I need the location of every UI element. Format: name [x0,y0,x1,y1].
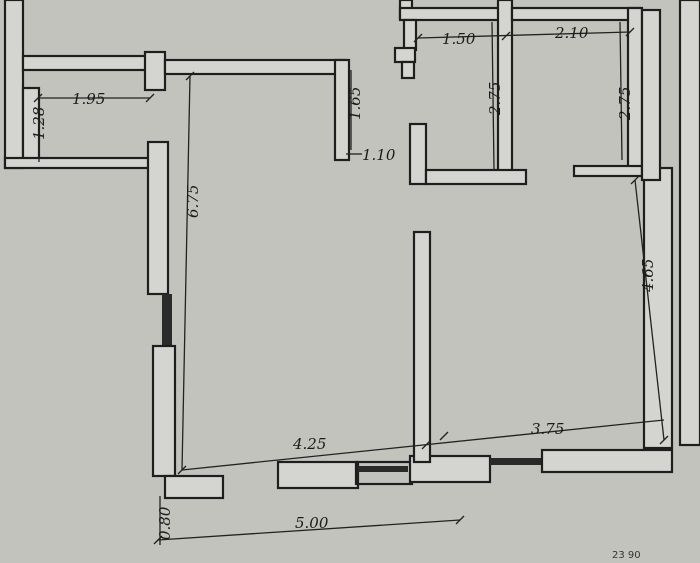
dimension-lines [33,21,669,545]
dimension-label: 2.10 [554,24,589,42]
wall [640,8,662,182]
wall [151,344,177,478]
dimension-label: 2.75 [486,82,504,116]
dimension-label: 1.28 [30,107,48,140]
dimension-label: 1.95 [72,90,105,108]
wall [163,474,225,500]
wall [143,50,167,92]
page-corner-number: 23 90 [612,550,641,561]
wall [402,18,418,52]
wall [163,58,347,76]
dimension-labels: 1.95 1.28 6.75 1.65 1.10 1.50 2.10 2.75 … [30,24,657,561]
wall [333,58,351,162]
wall [642,166,674,450]
window [358,466,408,472]
wall [400,60,416,80]
wall [510,6,642,22]
dimension-label: 6.75 [184,185,202,218]
wall [572,164,644,178]
dimension-label: 1.65 [346,87,364,120]
wall [146,140,170,296]
wall [540,448,674,474]
wall [393,46,417,64]
wall [412,230,432,464]
dimension-label: 3.75 [531,420,564,438]
walls [3,0,700,500]
wall [3,156,152,170]
dimension-label: 5.00 [295,514,329,532]
dimension-label: 0.80 [156,506,174,540]
wall [21,54,155,72]
dimension-label: 1.10 [362,146,396,164]
dimension-label: 1.50 [442,30,476,48]
window [162,294,172,346]
wall [398,6,512,22]
wall [424,168,528,186]
dimension-label: 4.25 [292,435,326,453]
wall [3,0,25,170]
dimension-label: 4.65 [639,259,657,293]
window [490,458,542,465]
dimension-label: 2.75 [616,87,634,121]
wall [678,0,700,447]
wall [276,460,360,490]
wall [408,122,428,186]
